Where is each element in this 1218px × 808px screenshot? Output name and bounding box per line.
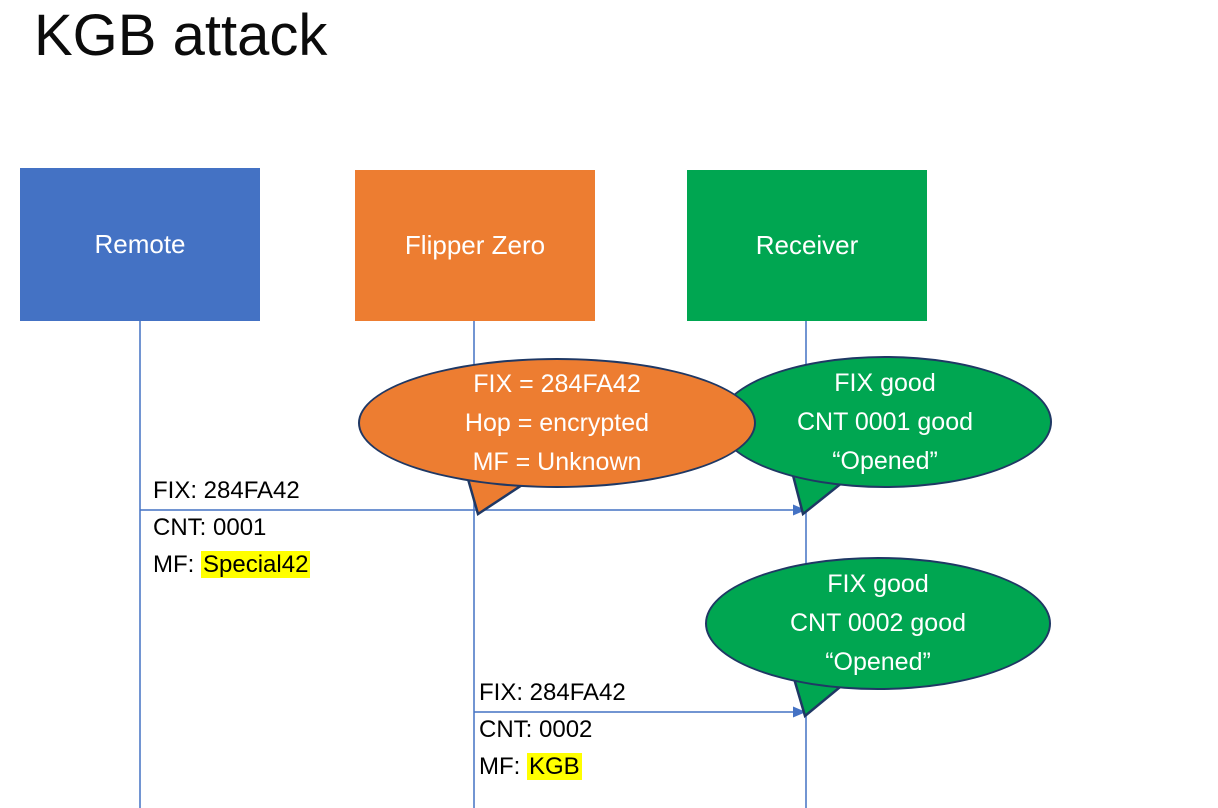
- message-first-mf-value-highlight: Special42: [201, 551, 311, 578]
- message-second-mf-prefix: MF:: [479, 753, 527, 780]
- actor-receiver: Receiver: [687, 170, 927, 321]
- arrowhead-icon: [793, 504, 806, 516]
- message-arrow-first: [140, 504, 806, 516]
- actor-remote: Remote: [20, 168, 260, 321]
- bubble-line: “Opened”: [832, 446, 938, 475]
- bubble-line: CNT 0001 good: [796, 407, 974, 436]
- message-second-cnt: CNT: 0002: [479, 716, 593, 743]
- actor-receiver-label: Receiver: [755, 230, 859, 260]
- actor-remote-label: Remote: [94, 229, 186, 259]
- message-second-fix: FIX: 284FA42: [479, 679, 626, 706]
- message-arrow-second: [474, 706, 806, 718]
- bubble-line: MF = Unknown: [472, 447, 642, 476]
- bubble-line: FIX good: [827, 570, 929, 598]
- bubble-line: FIX good: [834, 368, 936, 397]
- message-first-mf: MF: Special42: [153, 551, 311, 579]
- bubble-flipper-analysis: FIX = 284FA42 Hop = encrypted MF = Unkno…: [358, 358, 756, 488]
- actor-flipper-zero: Flipper Zero: [355, 170, 595, 321]
- bubble-line: “Opened”: [825, 648, 931, 676]
- bubble-line: FIX = 284FA42: [473, 369, 641, 398]
- arrowhead-icon: [793, 706, 806, 718]
- actor-flipper-zero-label: Flipper Zero: [404, 230, 546, 260]
- page-title: KGB attack: [34, 3, 328, 68]
- bubble-line: Hop = encrypted: [464, 408, 650, 437]
- bubble-receiver-open-2: FIX good CNT 0002 good “Opened”: [705, 557, 1051, 690]
- message-first-fix: FIX: 284FA42: [153, 477, 300, 504]
- message-first-mf-prefix: MF:: [153, 551, 201, 578]
- bubble-receiver-open-1: FIX good CNT 0001 good “Opened”: [718, 356, 1052, 488]
- bubble-line: CNT 0002 good: [789, 609, 967, 637]
- message-second-mf: MF: KGB: [479, 753, 582, 781]
- message-second-mf-value-highlight: KGB: [527, 753, 582, 780]
- message-first-cnt: CNT: 0001: [153, 514, 267, 541]
